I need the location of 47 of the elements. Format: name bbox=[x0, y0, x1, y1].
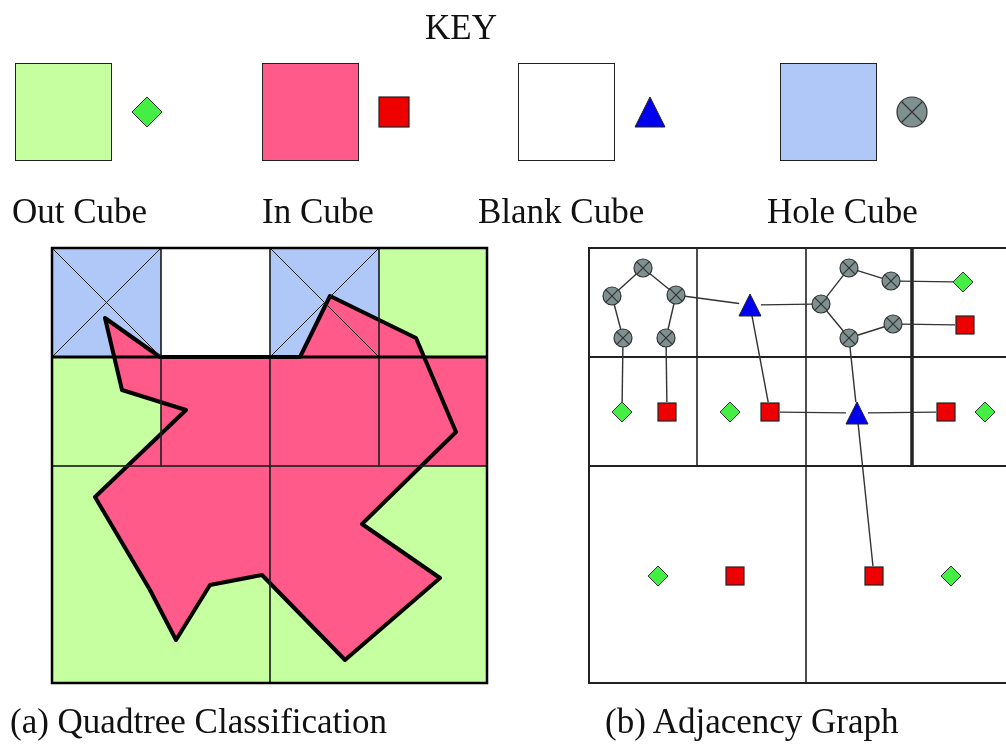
connector-line bbox=[617, 273, 638, 291]
connector-line bbox=[665, 346, 668, 403]
legend-title: KEY bbox=[425, 8, 497, 48]
crossed-circle-marker bbox=[883, 314, 903, 334]
connector-line bbox=[826, 310, 844, 332]
square-marker bbox=[936, 402, 956, 422]
legend-label: Hole Cube bbox=[767, 192, 918, 232]
legend-label: In Cube bbox=[262, 192, 374, 232]
panel-caption: (a) Quadtree Classification bbox=[10, 702, 388, 742]
connector-line bbox=[856, 326, 886, 336]
diamond-marker bbox=[974, 401, 996, 423]
legend-label: Blank Cube bbox=[478, 192, 645, 232]
square-marker bbox=[864, 566, 884, 586]
square-marker bbox=[955, 315, 975, 335]
connector-line bbox=[649, 273, 670, 290]
crossed-circle-marker bbox=[666, 285, 686, 305]
diamond-marker bbox=[611, 401, 633, 423]
crossed-circle-marker bbox=[839, 258, 859, 278]
crossed-circle-marker bbox=[811, 294, 831, 314]
connector-line bbox=[621, 346, 624, 403]
square-marker bbox=[725, 566, 745, 586]
connector-line bbox=[751, 315, 769, 403]
triangle-marker bbox=[845, 401, 869, 425]
crossed-circle-marker bbox=[602, 286, 622, 306]
triangle-marker bbox=[738, 293, 762, 317]
diamond-marker bbox=[952, 271, 974, 293]
square-marker bbox=[760, 402, 780, 422]
panel-caption: (b) Adjacency Graph bbox=[605, 702, 899, 742]
diamond-marker bbox=[647, 565, 669, 587]
connector-line bbox=[857, 423, 874, 567]
connector-line bbox=[849, 346, 857, 403]
connector-line bbox=[684, 295, 740, 305]
connector-line bbox=[825, 274, 845, 298]
connector-line bbox=[613, 304, 622, 330]
connector-line bbox=[867, 411, 937, 414]
square-marker bbox=[657, 402, 677, 422]
legend-label: Out Cube bbox=[12, 192, 148, 232]
crossed-circle-marker bbox=[839, 328, 859, 348]
diamond-marker bbox=[719, 401, 741, 423]
connector-line bbox=[667, 303, 675, 330]
crossed-circle-marker bbox=[633, 258, 653, 278]
diamond-marker bbox=[940, 565, 962, 587]
crossed-circle-marker bbox=[613, 328, 633, 348]
crossed-circle-marker bbox=[656, 328, 676, 348]
crossed-circle-marker bbox=[881, 271, 901, 291]
connector-line bbox=[760, 303, 813, 306]
connector-line bbox=[779, 411, 847, 414]
